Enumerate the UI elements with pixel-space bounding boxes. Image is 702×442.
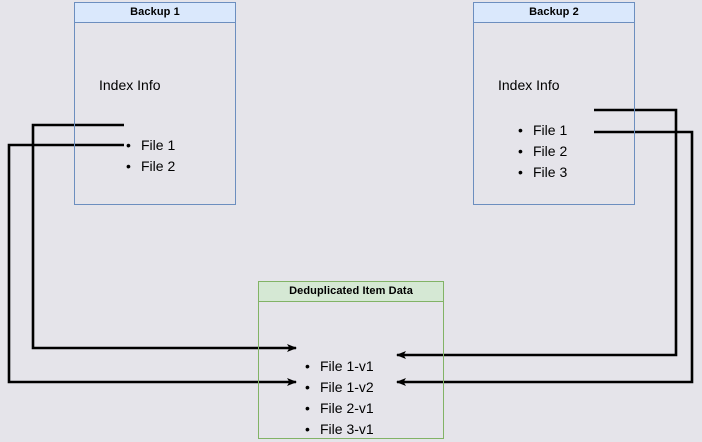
- list-item: File 1-v1: [305, 356, 374, 377]
- node-deduplicated-item-data-body: File 1-v1 File 1-v2 File 2-v1 File 3-v1: [258, 302, 444, 440]
- list-item: File 2: [518, 141, 567, 162]
- node-backup-2-header: Backup 2: [473, 2, 635, 23]
- node-backup-1-body: Index Info File 1 File 2: [74, 23, 236, 205]
- node-backup-1[interactable]: Backup 1 Index Info File 1 File 2: [74, 2, 236, 205]
- node-backup-2-caption: Index Info: [498, 77, 560, 93]
- list-item: File 1-v2: [305, 377, 374, 398]
- list-item: File 3: [518, 162, 567, 183]
- list-item: File 2: [126, 156, 175, 177]
- list-item: File 1: [126, 135, 175, 156]
- node-backup-1-file-list: File 1 File 2: [126, 135, 175, 177]
- list-item: File 3-v1: [305, 419, 374, 440]
- node-deduplicated-item-data[interactable]: Deduplicated Item Data File 1-v1 File 1-…: [258, 281, 444, 440]
- node-backup-2-file-list: File 1 File 2 File 3: [518, 120, 567, 183]
- node-backup-1-caption: Index Info: [99, 77, 161, 93]
- node-backup-1-header: Backup 1: [74, 2, 236, 23]
- list-item: File 2-v1: [305, 398, 374, 419]
- list-item: File 1: [518, 120, 567, 141]
- node-backup-2-body: Index Info File 1 File 2 File 3: [473, 23, 635, 205]
- node-deduplicated-item-data-file-list: File 1-v1 File 1-v2 File 2-v1 File 3-v1: [305, 356, 374, 440]
- node-deduplicated-item-data-header: Deduplicated Item Data: [258, 281, 444, 302]
- node-backup-2[interactable]: Backup 2 Index Info File 1 File 2 File 3: [473, 2, 635, 205]
